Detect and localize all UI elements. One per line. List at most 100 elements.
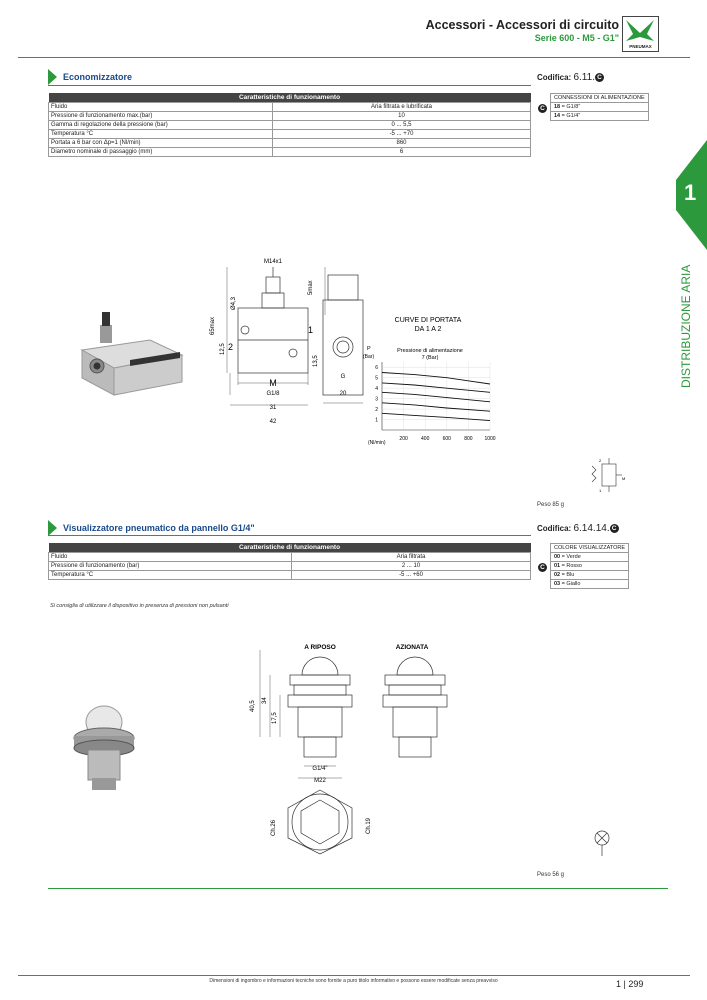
chart-y-tick-label: 1 (375, 418, 378, 424)
svg-text:Ch.19: Ch.19 (366, 817, 372, 834)
spec-table-header: Caratteristiche di funzionamento (48, 543, 531, 553)
list-item: 00 = Verde (549, 552, 630, 562)
section1-weight: Peso 85 g (537, 502, 565, 508)
list-item: 14 = G1/4" (550, 111, 649, 121)
header-divider (18, 57, 690, 58)
chart-y-tick-label: 3 (375, 397, 378, 403)
section2-codifica: Codifica: 6.14.14.C (537, 523, 619, 534)
table-row: Diametro nominale di passaggio (mm)6 (48, 147, 531, 157)
list-item: 03 = Giallo (549, 579, 630, 589)
svg-text:42: 42 (270, 419, 277, 425)
svg-text:M: M (269, 378, 277, 388)
options-header: COLORE VISUALIZZATORE (549, 543, 630, 553)
section2-divider (48, 888, 668, 889)
svg-text:40,5: 40,5 (250, 700, 256, 712)
svg-text:13,5: 13,5 (313, 355, 319, 367)
svg-text:Ch.26: Ch.26 (271, 819, 277, 836)
section2-underline (48, 535, 531, 536)
svg-text:2: 2 (599, 458, 602, 463)
svg-text:G1/4": G1/4" (312, 766, 327, 772)
table-row: Temperatura °C-5 ... +70 (48, 129, 531, 139)
chart-series-line (381, 382, 491, 393)
section2-note: Si consiglia di utilizzare il dispositiv… (50, 603, 229, 609)
chart-y-tick-label: 2 (375, 407, 378, 413)
table-row: Pressione di funzionamento max.(bar)10 (48, 111, 531, 121)
svg-text:G: G (341, 374, 346, 380)
economizzatore-drawing: M14x1 Ø4,3 65max 5max 1 2 12,5 13,5 M G1… (210, 259, 364, 425)
brand-logo: PNEUMAX (622, 16, 659, 52)
footer-disclaimer: Dimensioni di ingombro e informazioni te… (209, 978, 498, 984)
section1-underline (48, 85, 531, 86)
spec-table-header: Caratteristiche di funzionamento (48, 93, 531, 103)
chapter-number: 1 (684, 180, 697, 205)
svg-text:20: 20 (340, 391, 347, 397)
svg-text:1: 1 (308, 325, 313, 335)
chapter-tab: 1 (676, 140, 707, 250)
table-row: Temperatura °C-5 ... +60 (48, 570, 531, 580)
page-subtitle: Serie 600 - M5 - G1" (534, 33, 619, 43)
chart-x-tick-label: 800 (464, 436, 473, 442)
svg-text:M14x1: M14x1 (264, 259, 283, 265)
list-item: 02 = Blu (549, 570, 630, 580)
svg-text:A RIPOSO: A RIPOSO (304, 644, 336, 651)
chart-legend-title: Pressione di alimentazione (397, 348, 463, 354)
svg-text:M: M (622, 476, 625, 481)
chart-series-line (381, 391, 491, 403)
option-badge: C (538, 104, 547, 113)
svg-text:2: 2 (228, 342, 233, 352)
svg-text:17,5: 17,5 (272, 712, 278, 724)
svg-text:5max: 5max (308, 280, 314, 295)
logo-text: PNEUMAX (629, 44, 652, 49)
flow-curve-chart: CURVE DI PORTATA DA 1 A 2 Pressione di a… (363, 317, 496, 446)
chart-series-line (381, 372, 491, 385)
svg-text:AZIONATA: AZIONATA (396, 644, 429, 651)
chapter-label: DISTRIBUZIONE ARIA (671, 250, 701, 390)
table-row: Portata a 6 bar con Δp=1 (Nl/min)860 (48, 138, 531, 148)
svg-text:DISTRIBUZIONE ARIA: DISTRIBUZIONE ARIA (679, 265, 693, 388)
svg-text:31: 31 (270, 405, 277, 411)
chart-subtitle: DA 1 A 2 (415, 326, 442, 333)
table-row: Gamma di regolazione della pressione (ba… (48, 120, 531, 130)
page-title: Accessori - Accessori di circuito (425, 18, 619, 32)
section-arrow-icon (48, 520, 57, 536)
list-item: 01 = Rosso (549, 561, 630, 571)
chart-legend-value: 7 (Bar) (422, 355, 439, 361)
section-arrow-icon (48, 69, 57, 85)
section2-options: COLORE VISUALIZZATORE 00 = Verde 01 = Ro… (537, 543, 630, 589)
page-number: 1 | 299 (616, 979, 644, 989)
section2-weight: Peso 56 g (537, 872, 565, 878)
pneumatic-symbol-icon: 2 1 M (591, 458, 625, 493)
visualizzatore-drawing: A RIPOSO AZIONATA 40,5 34 17,5 G1/4" M22… (250, 644, 448, 855)
svg-text:12,5: 12,5 (220, 343, 226, 355)
svg-text:M22: M22 (314, 778, 326, 784)
chart-x-tick-label: 1000 (484, 436, 495, 442)
indicator-symbol-icon (594, 830, 610, 856)
option-badge: C (538, 563, 547, 572)
svg-text:G1/8: G1/8 (266, 391, 280, 397)
chart-y-tick-label: 6 (375, 365, 378, 371)
svg-text:65max: 65max (210, 317, 216, 335)
chart-y-tick-label: 5 (375, 376, 378, 382)
section1-title: Economizzatore (63, 72, 133, 82)
chart-x-tick-label: 400 (421, 436, 430, 442)
svg-text:Ø4,3: Ø4,3 (231, 296, 237, 310)
table-row: Pressione di funzionamento (bar)2 ... 10 (48, 561, 531, 571)
section2-title: Visualizzatore pneumatico da pannello G1… (63, 523, 255, 533)
list-item: 18 = G1/8" (550, 102, 649, 112)
options-header: CONNESSIONI DI ALIMENTAZIONE (550, 93, 649, 103)
chart-y-tick-label: 4 (375, 386, 378, 392)
chart-x-tick-label: 600 (443, 436, 452, 442)
chart-series-line (381, 402, 491, 412)
chart-series-line (381, 412, 491, 422)
chart-title: CURVE DI PORTATA (395, 317, 462, 324)
chart-x-tick-label: 200 (399, 436, 408, 442)
svg-text:1: 1 (599, 488, 602, 493)
footer-divider (18, 975, 690, 976)
chart-ylabel-unit: (Bar) (363, 354, 374, 360)
chart-xlabel: (Nl/min) (368, 440, 386, 446)
chart-ylabel: P (367, 346, 371, 352)
